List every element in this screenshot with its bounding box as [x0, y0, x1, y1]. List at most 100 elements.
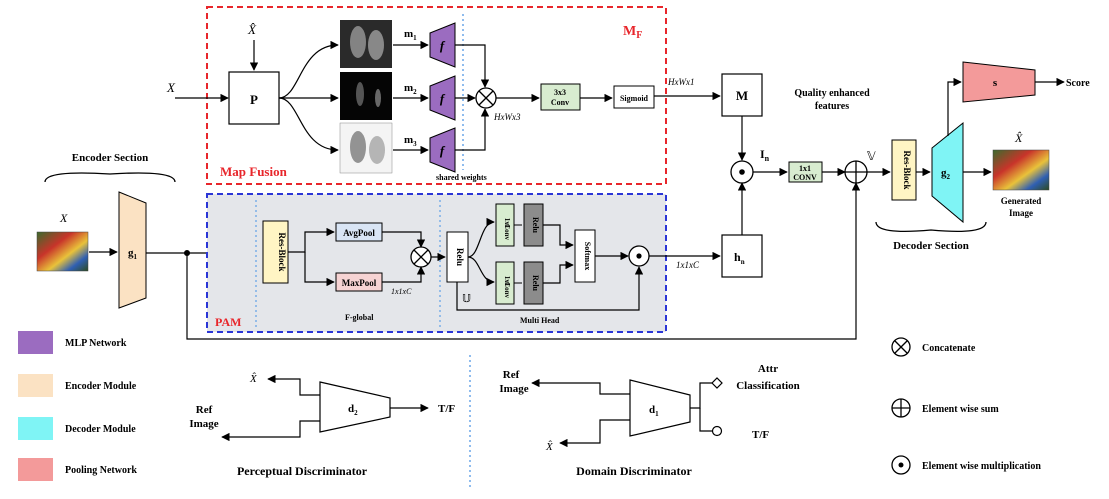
- encoder-brace: [44, 172, 176, 183]
- output-xhat-label: X̂: [1014, 131, 1023, 145]
- map-fusion-title: MF: [623, 24, 642, 41]
- decoder-g2: [931, 121, 964, 224]
- svg-text:Classification: Classification: [736, 380, 800, 392]
- m2-label: m2: [404, 82, 417, 96]
- svg-text:s: s: [993, 77, 998, 89]
- pam-dims-2: 1x1xC: [676, 260, 700, 270]
- pam-u-label: 𝕌: [462, 293, 471, 305]
- domain-d1-label: d1: [649, 404, 659, 418]
- decoder-brace: [875, 221, 987, 232]
- svg-text:MaxPool: MaxPool: [342, 278, 377, 288]
- map-fusion-region: [206, 6, 667, 185]
- input-image: [36, 231, 89, 272]
- legend-encoder-label: Encoder Module: [65, 381, 137, 392]
- multihead-label: Multi Head: [520, 316, 560, 325]
- score-label: Score: [1066, 78, 1090, 89]
- attr-diamond: [711, 377, 723, 389]
- decoder-g2-label: g2: [941, 167, 951, 181]
- hxwx3-label: HxWx3: [493, 112, 521, 122]
- perceptual-ref-label: Ref: [196, 404, 213, 416]
- mlp-f-1: [429, 22, 456, 68]
- encoder-input-label: X: [59, 211, 68, 225]
- sigmoid-block: [613, 85, 655, 109]
- svg-text:Softmax: Softmax: [583, 242, 592, 270]
- legend-encoder-swatch: [18, 374, 53, 397]
- domain-d1: [629, 379, 691, 437]
- legend-decoder-label: Decoder Module: [65, 424, 136, 435]
- domain-title: Domain Discriminator: [576, 464, 692, 478]
- legend-sum-icon: [891, 398, 911, 418]
- attr-label: Attr: [758, 363, 778, 375]
- pam-label: PAM: [215, 315, 241, 329]
- legend-concat-label: Concatenate: [922, 343, 976, 354]
- svg-text:f: f: [440, 38, 446, 53]
- legend-pooling-swatch: [18, 458, 53, 481]
- h-block: [721, 234, 763, 278]
- legend-decoder-swatch: [18, 417, 53, 440]
- svg-text:Res-Block: Res-Block: [277, 233, 287, 272]
- in-label: In: [760, 147, 770, 163]
- xhat-label: X̂: [247, 22, 257, 37]
- svg-text:CONV: CONV: [793, 173, 817, 182]
- generated-label: Generated: [1001, 196, 1042, 206]
- perceptual-title: Perceptual Discriminator: [237, 464, 368, 478]
- perceptual-d2-label: d2: [348, 403, 358, 417]
- mult-operator-2: [730, 160, 754, 184]
- svg-text:Sigmoid: Sigmoid: [620, 94, 649, 103]
- svg-text:1x1: 1x1: [503, 218, 511, 229]
- mlp-f-2: [429, 75, 456, 121]
- skip-connection: [186, 182, 861, 340]
- encoder-g1: [118, 191, 147, 309]
- concat-operator-1: [475, 87, 497, 109]
- svg-text:M: M: [736, 88, 748, 103]
- concat-operator-2: [410, 246, 432, 268]
- svg-text:Conv: Conv: [551, 98, 569, 107]
- legend-mult-icon: [891, 455, 911, 475]
- mlp-f-3: [429, 127, 456, 173]
- m-block: [721, 73, 763, 117]
- svg-text:Res-Block: Res-Block: [902, 151, 912, 190]
- svg-text:f: f: [440, 143, 446, 158]
- svg-text:hn: hn: [734, 250, 745, 266]
- input-x-label: X: [166, 80, 176, 95]
- conv-3x3-block: [540, 83, 581, 111]
- m1-label: m1: [404, 28, 417, 42]
- legend-pooling-label: Pooling Network: [65, 465, 137, 476]
- legend-mlp-label: MLP Network: [65, 338, 127, 349]
- perceptual-xhat-label: X̂: [249, 372, 258, 385]
- svg-text:3x3: 3x3: [554, 88, 566, 97]
- svg-text:Conv: Conv: [503, 224, 511, 240]
- svg-text:Conv: Conv: [503, 282, 511, 298]
- m3-label: m3: [404, 134, 417, 148]
- legend-concat-icon: [891, 337, 911, 357]
- svg-text:Relu: Relu: [455, 248, 465, 266]
- p-label: P: [250, 92, 258, 107]
- map-image-2: [340, 72, 392, 120]
- decoder-resblock: [891, 139, 917, 201]
- domain-tf-label: T/F: [752, 429, 769, 441]
- map-fusion-label: Map Fusion: [220, 164, 288, 179]
- decoder-section-title: Decoder Section: [893, 240, 969, 252]
- svg-text:AvgPool: AvgPool: [343, 228, 375, 238]
- map-image-1: [340, 20, 392, 68]
- legend-sum-label: Element wise sum: [922, 404, 999, 415]
- fglobal-label: F-global: [345, 313, 374, 322]
- mult-operator-1: [628, 245, 650, 267]
- v-label: 𝕍: [867, 149, 876, 163]
- svg-text:Image: Image: [189, 418, 218, 430]
- pam-u-path: [456, 266, 644, 311]
- encoder-g1-label: g1: [128, 247, 138, 261]
- legend-mlp-swatch: [18, 331, 53, 354]
- encoder-section-title: Encoder Section: [72, 152, 149, 164]
- svg-text:Image: Image: [499, 383, 528, 395]
- domain-ref-label: Ref: [503, 369, 520, 381]
- shared-weights-label: shared weights: [436, 173, 487, 182]
- branch-m1: [278, 40, 339, 99]
- svg-text:Relu: Relu: [531, 217, 540, 234]
- svg-text:1x1: 1x1: [799, 164, 811, 173]
- sum-operator: [844, 160, 868, 184]
- svg-text:Image: Image: [1009, 208, 1033, 218]
- hxwx1-label: HxWx1: [667, 77, 695, 87]
- branch-m3: [278, 97, 339, 155]
